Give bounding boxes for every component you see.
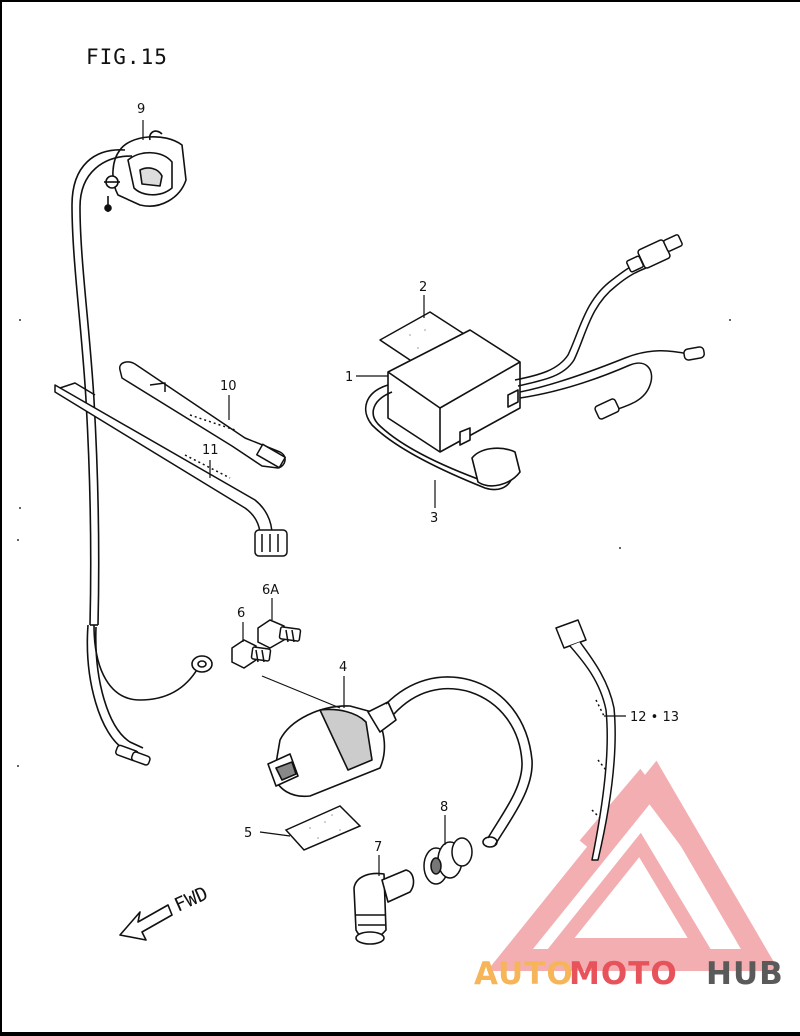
part-12-13-cable-tie [555,619,616,861]
frame-top-border [0,0,800,2]
part-3-holder [364,384,521,491]
part-1-cdi-unit [387,329,521,453]
callout-5: 5 [244,826,252,841]
watermark-logo [487,760,780,971]
part-1-spade-terminal [594,398,620,420]
part-5-pad [284,805,362,851]
callout-8: 8 [440,800,448,815]
callout-1: 1 [345,370,353,385]
svg-text:HUB: HUB [706,956,784,992]
callout-11: 11 [202,443,219,458]
fwd-arrow [119,904,173,941]
part-1-bullet-terminal [683,346,706,361]
part-6-bolt [231,639,272,669]
frame-left-border [0,0,2,1036]
leader-lines [142,120,626,876]
callout-3: 3 [430,511,438,526]
part-7-plug-cap [353,869,415,945]
part-9-pulser-coil [104,130,187,212]
part-6a-bolt [257,619,302,649]
part-10-band [119,361,287,469]
part-9-bullet-connectors [115,744,151,766]
part-4-high-tension-lead [385,676,533,848]
part-11-clamp [54,382,288,557]
callout-12-13: 12 • 13 [630,710,679,725]
svg-text:MOTO: MOTO [569,956,678,992]
part-4-ignition-coil [267,701,397,798]
callout-6: 6 [237,606,245,621]
scan-specks [17,319,731,767]
callout-6a: 6A [262,583,279,598]
callout-10: 10 [220,379,237,394]
part-1-coupler [626,234,683,273]
figure-title: FIG.15 [86,45,168,69]
part-9-ring-terminal [191,655,213,673]
callout-4: 4 [339,660,347,675]
part-9-harness [71,149,199,757]
part-8-seal [423,837,473,885]
svg-text:AUTO: AUTO [474,956,574,992]
callout-9: 9 [137,102,145,117]
watermark-text: AUTO MOTO HUB [474,956,784,992]
part-1-cdi-leads [514,261,689,411]
callout-2: 2 [419,280,427,295]
fwd-label: FWD [171,883,211,917]
frame-bottom-border [0,1032,800,1036]
callout-7: 7 [374,840,382,855]
